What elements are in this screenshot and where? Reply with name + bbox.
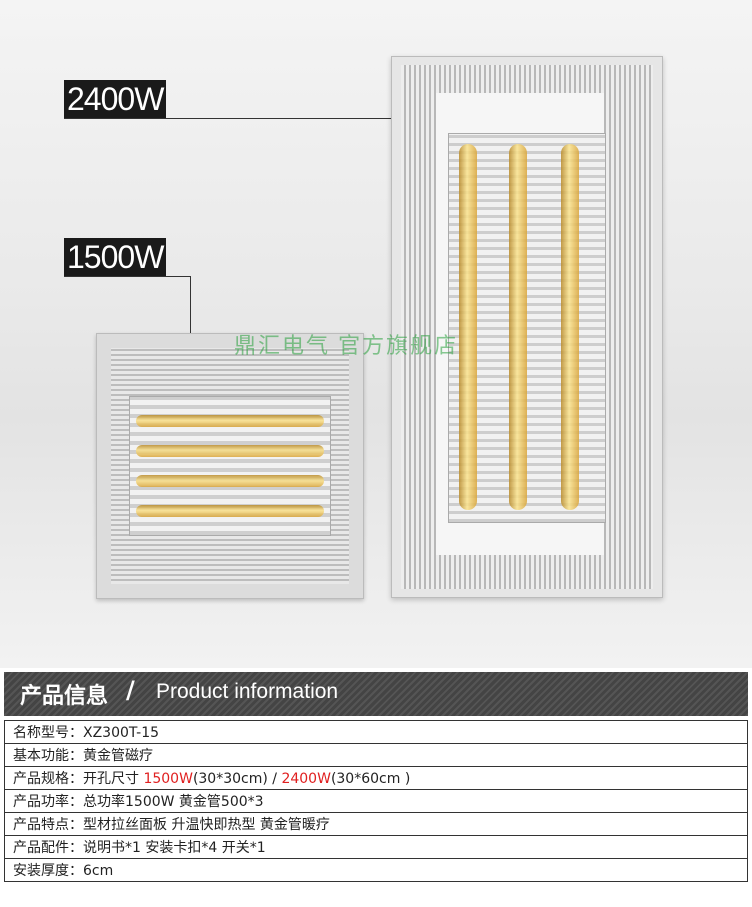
spec-row-model: 名称型号：XZ300T-15: [4, 720, 748, 744]
row-label: 产品规格：: [13, 771, 83, 787]
gold-tube: [136, 505, 324, 517]
table-row: 产品规格：开孔尺寸 1500W(30*30cm) / 2400W(30*60cm…: [4, 766, 748, 790]
spec-row-features: 产品特点：型材拉丝面板 升温快即热型 黄金管暖疗: [4, 812, 748, 836]
heater-panel-30x30: [96, 333, 364, 599]
panel-frame: [111, 348, 349, 584]
row-label: 安装厚度：: [13, 863, 83, 879]
spec-row-thickness: 安装厚度：6cm: [4, 858, 748, 882]
row-label: 基本功能：: [13, 748, 83, 764]
row-value: 开孔尺寸: [83, 771, 144, 787]
gold-tube: [561, 144, 579, 510]
row-label: 名称型号：: [13, 725, 83, 741]
label-2400w-leader: [64, 118, 422, 119]
heating-grille: [448, 133, 606, 523]
label-1500w-leader: [64, 276, 190, 277]
spec-row-power: 产品功率：总功率1500W 黄金管500*3: [4, 789, 748, 813]
gold-tube: [459, 144, 477, 510]
row-label: 产品配件：: [13, 840, 83, 856]
row-value: 黄金管磁疗: [83, 748, 153, 764]
table-row: 安装厚度：6cm: [4, 858, 748, 882]
row-value: XZ300T-15: [83, 725, 160, 741]
heater-panel-30x60: [391, 56, 663, 598]
row-value: (30*30cm) /: [192, 771, 282, 787]
label-1500w-leader-vertical: [190, 276, 191, 344]
product-hero: 2400W 1500W 鼎汇电气 官方旗舰店: [0, 0, 752, 668]
highlight-1500w: 1500W: [143, 771, 193, 787]
spec-row-size: 产品规格：开孔尺寸 1500W(30*30cm) / 2400W(30*60cm…: [4, 766, 748, 790]
highlight-2400w: 2400W: [281, 771, 331, 787]
gold-tube: [136, 415, 324, 427]
spec-row-accessories: 产品配件：说明书*1 安装卡扣*4 开关*1: [4, 835, 748, 859]
label-1500w: 1500W: [64, 238, 167, 276]
store-watermark: 鼎汇电气 官方旗舰店: [234, 333, 459, 358]
header-slash: /: [126, 676, 135, 704]
row-value: 型材拉丝面板 升温快即热型 黄金管暖疗: [83, 817, 330, 833]
row-label: 产品特点：: [13, 817, 83, 833]
header-title-cn: 产品信息: [20, 684, 109, 709]
gold-tube: [136, 475, 324, 487]
table-row: 产品特点：型材拉丝面板 升温快即热型 黄金管暖疗: [4, 812, 748, 836]
heating-grille: [129, 396, 331, 536]
row-label: 产品功率：: [13, 794, 83, 810]
spec-table: 名称型号：XZ300T-15 基本功能：黄金管磁疗 产品规格：开孔尺寸 1500…: [4, 720, 748, 882]
table-row: 基本功能：黄金管磁疗: [4, 743, 748, 767]
table-row: 产品功率：总功率1500W 黄金管500*3: [4, 789, 748, 813]
table-row: 名称型号：XZ300T-15: [4, 720, 748, 744]
gold-tube: [509, 144, 527, 510]
label-2400w: 2400W: [64, 80, 167, 118]
row-value: 说明书*1 安装卡扣*4 开关*1: [83, 840, 266, 856]
product-info-header: 产品信息 / Product information: [4, 672, 748, 716]
row-value: (30*60cm ): [330, 771, 411, 787]
row-value: 总功率1500W 黄金管500*3: [83, 794, 264, 810]
row-value: 6cm: [83, 863, 114, 879]
header-title-en: Product information: [156, 680, 339, 703]
gold-tube: [136, 445, 324, 457]
table-row: 产品配件：说明书*1 安装卡扣*4 开关*1: [4, 835, 748, 859]
spec-row-function: 基本功能：黄金管磁疗: [4, 743, 748, 767]
